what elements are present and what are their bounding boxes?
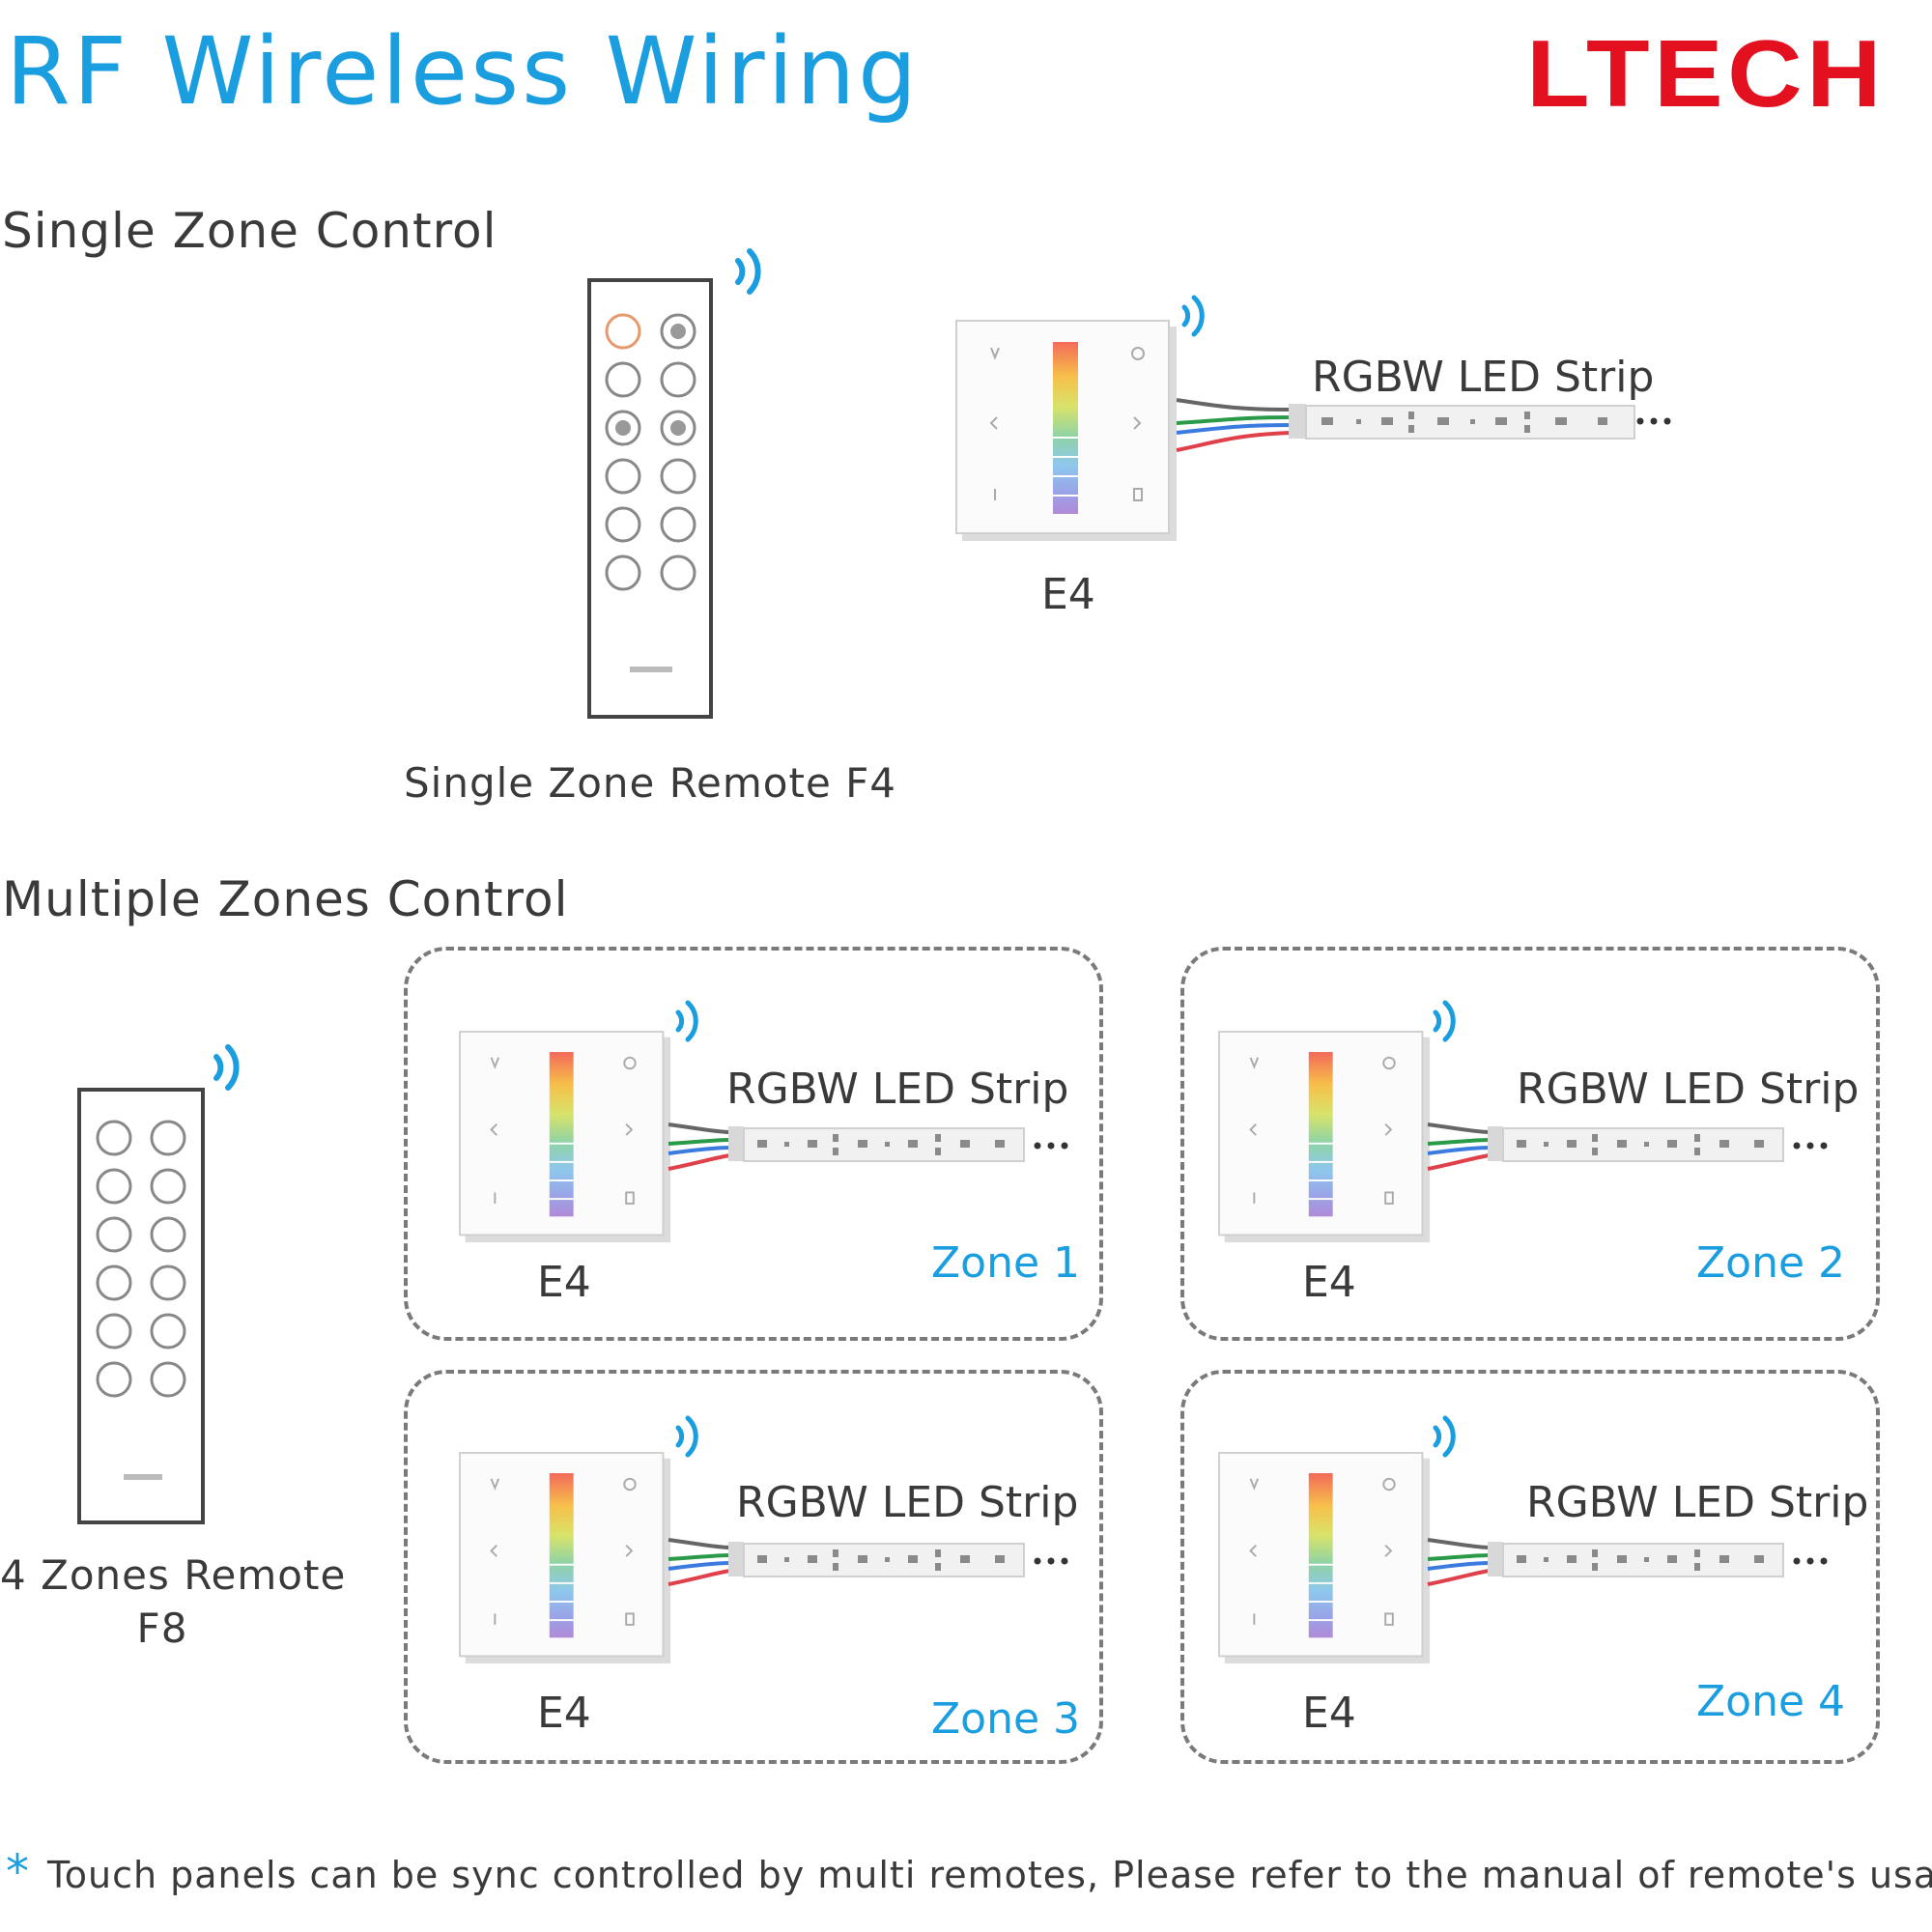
remote-label-line2: F8 [136, 1605, 188, 1652]
e4-touch-panel [955, 320, 1179, 547]
four-zones-remote-label: 4 Zones Remote F8 [0, 1551, 347, 1652]
panel-label: E4 [1302, 1258, 1356, 1307]
wireless-signal-icon [211, 1036, 259, 1097]
single-zone-remote [587, 278, 715, 723]
page-title: RF Wireless Wiring [6, 17, 921, 126]
wireless-signal-icon [1180, 290, 1221, 342]
e4-touch-panel [1218, 1031, 1432, 1248]
wireless-signal-icon [674, 1410, 715, 1463]
remote-label-line1: 4 Zones Remote [0, 1551, 347, 1599]
zone-label: Zone 3 [931, 1694, 1080, 1744]
zone-label: Zone 4 [1696, 1677, 1845, 1726]
asterisk-icon: * [6, 1845, 30, 1899]
led-strip [1427, 1121, 1843, 1182]
panel-label: E4 [537, 1689, 591, 1738]
led-strip [668, 1121, 1084, 1182]
strip-label: RGBW LED Strip [1517, 1065, 1860, 1114]
footnote: * Touch panels can be sync controlled by … [6, 1845, 1932, 1899]
four-zones-remote [77, 1088, 207, 1532]
panel-label: E4 [537, 1258, 591, 1307]
zone-label: Zone 1 [931, 1238, 1080, 1288]
led-strip [1176, 396, 1679, 464]
led-strip [1427, 1536, 1843, 1598]
wireless-signal-icon [674, 995, 715, 1047]
e4-touch-panel [459, 1031, 672, 1248]
strip-label: RGBW LED Strip [736, 1478, 1079, 1527]
panel-label: E4 [1041, 570, 1095, 619]
strip-label: RGBW LED Strip [1526, 1478, 1869, 1527]
single-zone-heading: Single Zone Control [2, 203, 497, 259]
zone-box-2 [1180, 947, 1880, 1341]
multi-zone-heading: Multiple Zones Control [2, 871, 569, 927]
wireless-signal-icon [1432, 1410, 1472, 1463]
strip-label: RGBW LED Strip [1312, 353, 1655, 402]
strip-label: RGBW LED Strip [726, 1065, 1069, 1114]
led-strip [668, 1536, 1084, 1598]
zone-box-4 [1180, 1370, 1880, 1764]
wireless-signal-icon [732, 240, 781, 301]
zone-label: Zone 2 [1696, 1238, 1845, 1288]
svg-text:LTECH: LTECH [1526, 20, 1886, 127]
panel-label: E4 [1302, 1689, 1356, 1738]
footnote-text: Touch panels can be sync controlled by m… [47, 1854, 1932, 1896]
zone-box-3 [404, 1370, 1103, 1764]
e4-touch-panel [1218, 1452, 1432, 1669]
single-zone-remote-label: Single Zone Remote F4 [404, 759, 897, 807]
wireless-signal-icon [1432, 995, 1472, 1047]
zone-box-1 [404, 947, 1103, 1341]
e4-touch-panel [459, 1452, 672, 1669]
brand-logo: LTECH [1526, 20, 1893, 127]
